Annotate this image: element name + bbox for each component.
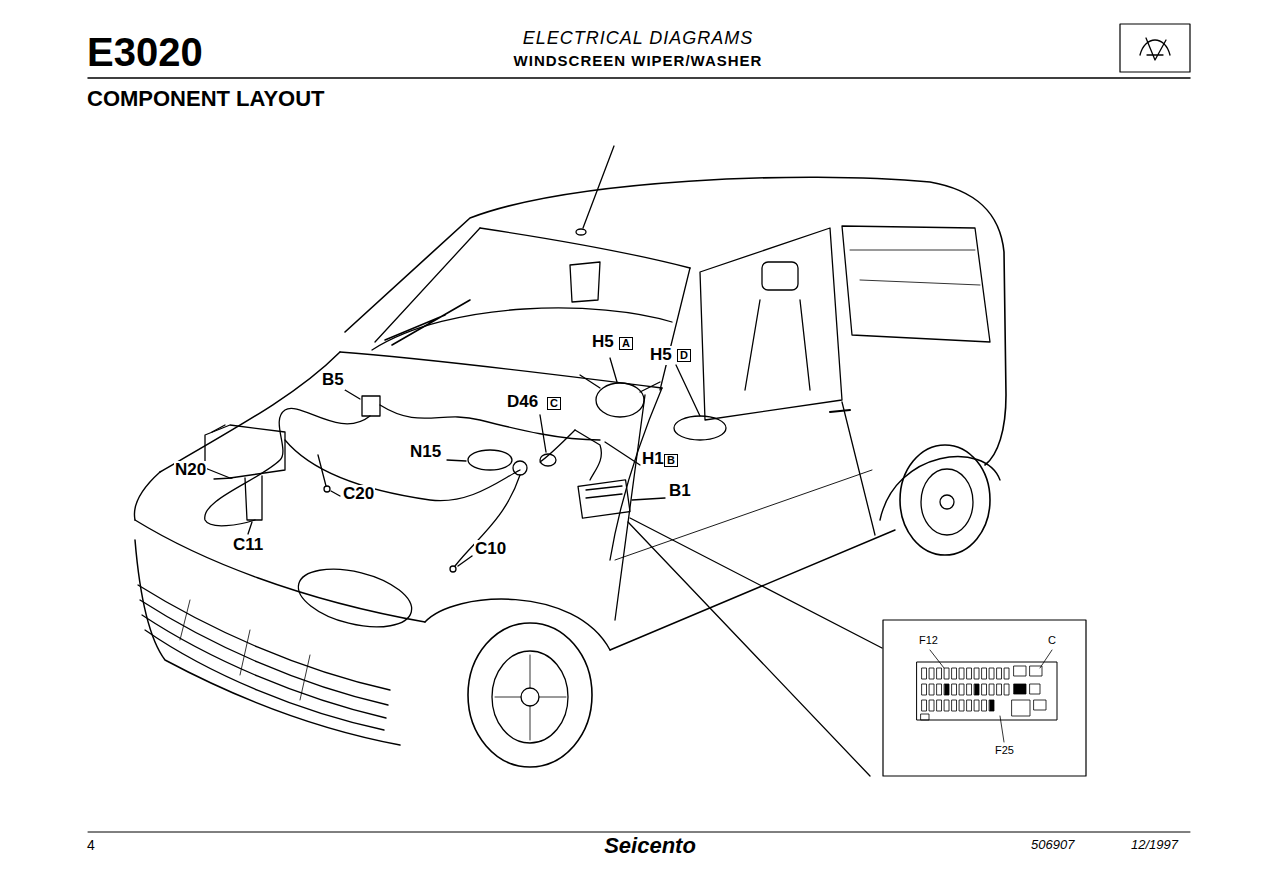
page-number: 4 bbox=[86, 838, 96, 853]
callout-number: C20 bbox=[342, 485, 375, 504]
callout-number: D46 bbox=[506, 393, 539, 412]
page-code: E3020 bbox=[86, 30, 204, 74]
connector-letter: A bbox=[619, 337, 633, 350]
fuse-label: F12 bbox=[918, 634, 939, 646]
callout-number: H5 bbox=[649, 346, 673, 365]
callout-number: C10 bbox=[474, 540, 507, 559]
callout-number: N15 bbox=[409, 443, 442, 462]
callout-number: N20 bbox=[174, 461, 207, 480]
document-number: 506907 bbox=[1030, 838, 1075, 852]
connector-letter: B bbox=[664, 454, 678, 467]
fuse-label: C bbox=[1047, 634, 1057, 646]
callout-number: H5 bbox=[591, 333, 615, 352]
document-date: 12/1997 bbox=[1130, 838, 1179, 852]
document-subheading: WINDSCREEN WIPER/WASHER bbox=[513, 53, 764, 70]
callout-number: H1 bbox=[641, 450, 665, 469]
connector-letter: C bbox=[547, 397, 561, 410]
page-heading: COMPONENT LAYOUT bbox=[86, 87, 326, 111]
document-heading: ELECTRICAL DIAGRAMS bbox=[522, 29, 755, 49]
fuse-label: F25 bbox=[994, 744, 1015, 756]
connector-letter: D bbox=[677, 349, 691, 362]
callout-number: B5 bbox=[321, 371, 345, 390]
model-name: Seicento bbox=[603, 834, 697, 858]
callout-number: B1 bbox=[668, 482, 692, 501]
callout-number: C11 bbox=[232, 536, 264, 555]
